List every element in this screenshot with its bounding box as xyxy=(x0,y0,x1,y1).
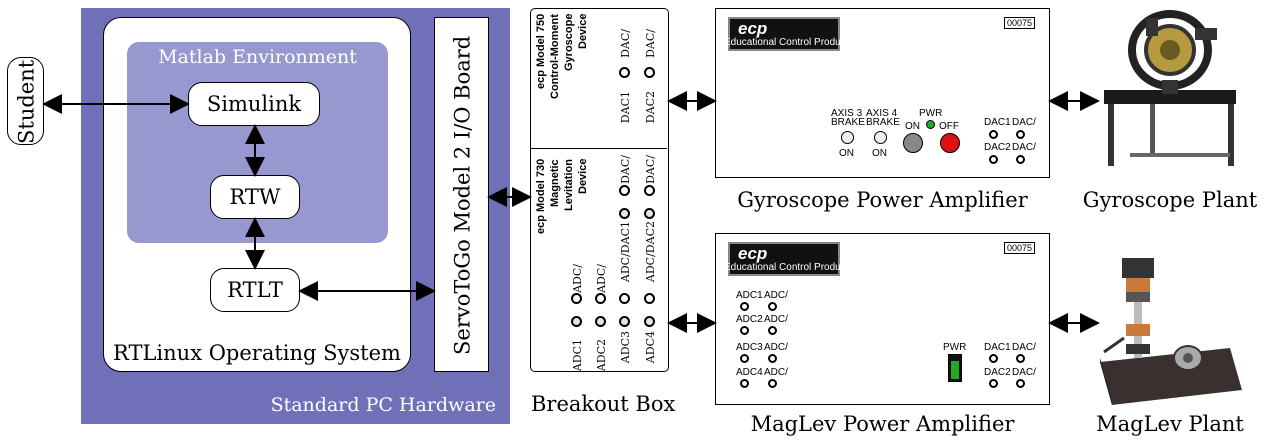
adc4-slash-label: ADC/ xyxy=(764,367,788,378)
maglev-amplifier-label: MagLev Power Amplifier xyxy=(750,412,1015,436)
gyro-jack[interactable] xyxy=(644,67,655,78)
adc3-label: ADC3 xyxy=(736,342,763,353)
pwr-label: PWR xyxy=(919,108,943,119)
maglev-dac2-slash-label: DAC/ xyxy=(1012,367,1036,378)
maglev-amp-serial: 00075 xyxy=(1003,242,1035,254)
gyro-amplifier-panel: ecp Educational Control Products 00075 A… xyxy=(715,8,1050,178)
axis4-label: AXIS 4 xyxy=(866,108,898,119)
dac2-slash-jack[interactable] xyxy=(1016,155,1025,164)
simulink-node: Simulink xyxy=(188,82,320,126)
maglev-dac2-label: DAC2 xyxy=(984,367,1011,378)
ecp-company-name: Educational Control Products xyxy=(724,262,854,273)
pwr-on-label: ON xyxy=(905,121,920,132)
maglev-dac1-label: DAC1 xyxy=(984,342,1011,353)
rtw-node: RTW xyxy=(210,175,300,219)
axis3-label: AXIS 3 xyxy=(831,108,863,119)
axis3-brake-switch[interactable] xyxy=(841,131,854,144)
adc2-slash-jack[interactable] xyxy=(768,326,777,335)
maglev-jack[interactable] xyxy=(571,316,582,327)
axis4-on-label: ON xyxy=(872,148,887,159)
adc2-jack[interactable] xyxy=(740,326,749,335)
maglev-dac1-slash-label: DAC/ xyxy=(1012,342,1036,353)
adc2-slash-label: ADC/ xyxy=(764,314,788,325)
dac1-jack[interactable] xyxy=(989,130,998,139)
io-board-box: ServoToGo Model 2 I/O Board xyxy=(434,17,489,372)
gyro-amp-serial: 00075 xyxy=(1003,17,1035,29)
ecp-company-name: Educational Control Products xyxy=(724,37,854,48)
matlab-environment-label: Matlab Environment xyxy=(158,46,357,68)
adc1-jack[interactable] xyxy=(740,302,749,311)
maglev-jack[interactable] xyxy=(619,208,630,219)
axis3-on-label: ON xyxy=(839,148,854,159)
ecp-logo: ecp xyxy=(738,244,768,263)
gyro-jack[interactable] xyxy=(619,67,630,78)
dac2-jack[interactable] xyxy=(989,155,998,164)
dac1-label: DAC1 xyxy=(984,117,1011,128)
axis4-brake-switch[interactable] xyxy=(874,131,887,144)
adc4-slash-jack[interactable] xyxy=(768,379,777,388)
maglev-jack[interactable] xyxy=(644,208,655,219)
maglev-plant-label: MagLev Plant xyxy=(1096,412,1244,436)
breakout-box-label: Breakout Box xyxy=(531,392,676,416)
pc-hardware-label: Standard PC Hardware xyxy=(270,394,496,416)
adc1-label: ADC1 xyxy=(736,290,763,301)
adc1-slash-label: ADC/ xyxy=(764,290,788,301)
maglev-dac1-slash-jack[interactable] xyxy=(1016,354,1025,363)
dac1-slash-label: DAC/ xyxy=(1012,117,1036,128)
adc1-slash-jack[interactable] xyxy=(768,302,777,311)
gyroscope-plant-label: Gyroscope Plant xyxy=(1082,188,1258,212)
maglev-jack[interactable] xyxy=(619,293,630,304)
adc3-slash-label: ADC/ xyxy=(764,342,788,353)
breakout-box: ecp Model 750 Control-Moment Gyroscope D… xyxy=(530,8,669,372)
power-off-button[interactable] xyxy=(940,133,960,153)
maglev-jack[interactable] xyxy=(619,185,630,196)
maglev-dac2-slash-jack[interactable] xyxy=(1016,379,1025,388)
maglev-jack[interactable] xyxy=(644,185,655,196)
maglev-pwr-label: PWR xyxy=(943,342,967,353)
dac2-slash-label: DAC/ xyxy=(1012,142,1036,153)
ecp-logo: ecp xyxy=(738,19,768,38)
maglev-power-switch[interactable] xyxy=(948,354,962,382)
axis4-brake-label: BRAKE xyxy=(866,117,900,128)
breakout-divider xyxy=(531,148,667,149)
adc3-jack[interactable] xyxy=(740,354,749,363)
gyroscope-plant-image xyxy=(1104,10,1236,166)
pwr-off-label: OFF xyxy=(939,121,959,132)
maglev-plant-image xyxy=(1100,258,1242,405)
adc3-slash-jack[interactable] xyxy=(768,354,777,363)
maglev-jack[interactable] xyxy=(595,293,606,304)
maglev-jack[interactable] xyxy=(571,293,582,304)
dac1-slash-jack[interactable] xyxy=(1016,130,1025,139)
axis3-brake-label: BRAKE xyxy=(831,117,865,128)
power-on-button[interactable] xyxy=(903,133,923,153)
dac2-label: DAC2 xyxy=(984,142,1011,153)
maglev-dac2-jack[interactable] xyxy=(989,379,998,388)
gyro-amplifier-label: Gyroscope Power Amplifier xyxy=(737,188,1028,212)
adc2-label: ADC2 xyxy=(736,314,763,325)
maglev-jack[interactable] xyxy=(644,316,655,327)
rtlinux-os-label: RTLinux Operating System xyxy=(113,341,401,365)
maglev-jack[interactable] xyxy=(619,316,630,327)
adc4-label: ADC4 xyxy=(736,367,763,378)
maglev-dac1-jack[interactable] xyxy=(989,354,998,363)
power-led xyxy=(926,120,935,129)
maglev-amp-nameplate: ecp Educational Control Products xyxy=(724,242,854,276)
student-box: Student xyxy=(7,57,44,145)
maglev-jack[interactable] xyxy=(595,316,606,327)
maglev-amplifier-panel: ecp Educational Control Products 00075 A… xyxy=(715,233,1050,405)
gyro-amp-nameplate: ecp Educational Control Products xyxy=(724,17,854,51)
maglev-jack[interactable] xyxy=(644,293,655,304)
adc4-jack[interactable] xyxy=(740,379,749,388)
